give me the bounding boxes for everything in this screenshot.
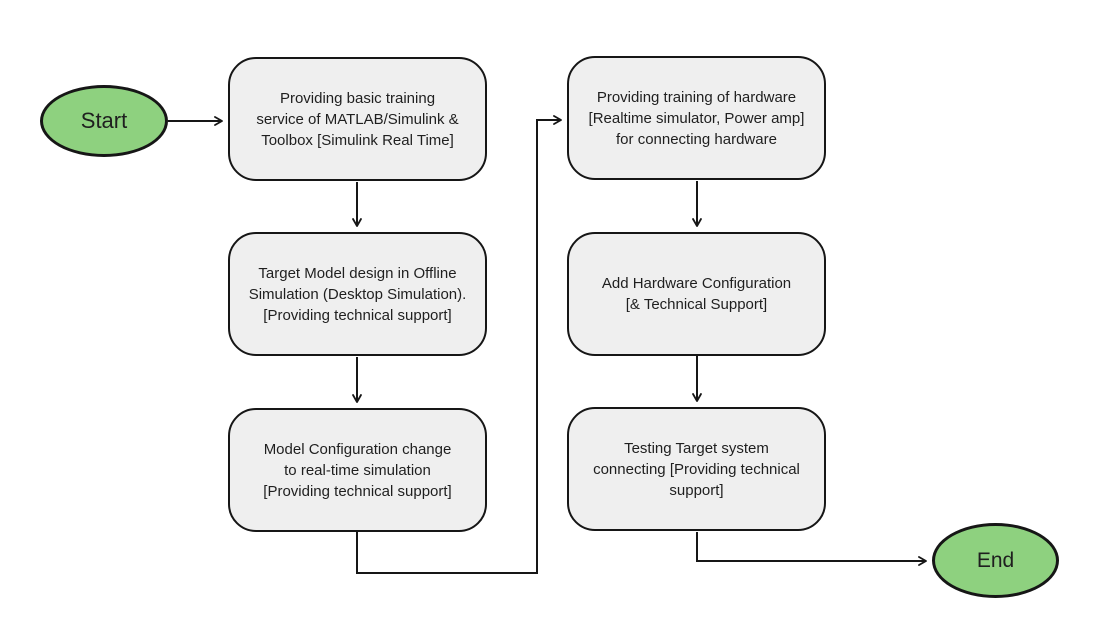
step-2-label: Target Model design in Offline Simulatio… (248, 264, 467, 324)
connector-step3-to-step4 (356, 115, 562, 574)
step-4-label: Providing training of hardware [Realtime… (588, 88, 805, 148)
end-label: End (976, 548, 1015, 572)
step-5-label: Add Hardware Configuration [& Technical … (601, 275, 792, 313)
start-terminal: Start (40, 85, 168, 157)
process-box-step-3: Model Configuration change to real-time … (228, 408, 487, 532)
process-box-step-4: Providing training of hardware [Realtime… (567, 56, 826, 180)
process-box-step-2: Target Model design in Offline Simulatio… (228, 232, 487, 356)
end-terminal: End (932, 523, 1059, 598)
step-6-label: Testing Target system connecting [Provid… (593, 439, 800, 499)
step-1-label: Providing basic training service of MATL… (256, 89, 459, 149)
process-box-step-5: Add Hardware Configuration [& Technical … (567, 232, 826, 356)
start-label: Start (80, 108, 128, 133)
step-3-label: Model Configuration change to real-time … (263, 440, 452, 500)
process-box-step-1: Providing basic training service of MATL… (228, 57, 487, 181)
connector-step6-to-end (696, 532, 927, 566)
process-box-step-6: Testing Target system connecting [Provid… (567, 407, 826, 531)
